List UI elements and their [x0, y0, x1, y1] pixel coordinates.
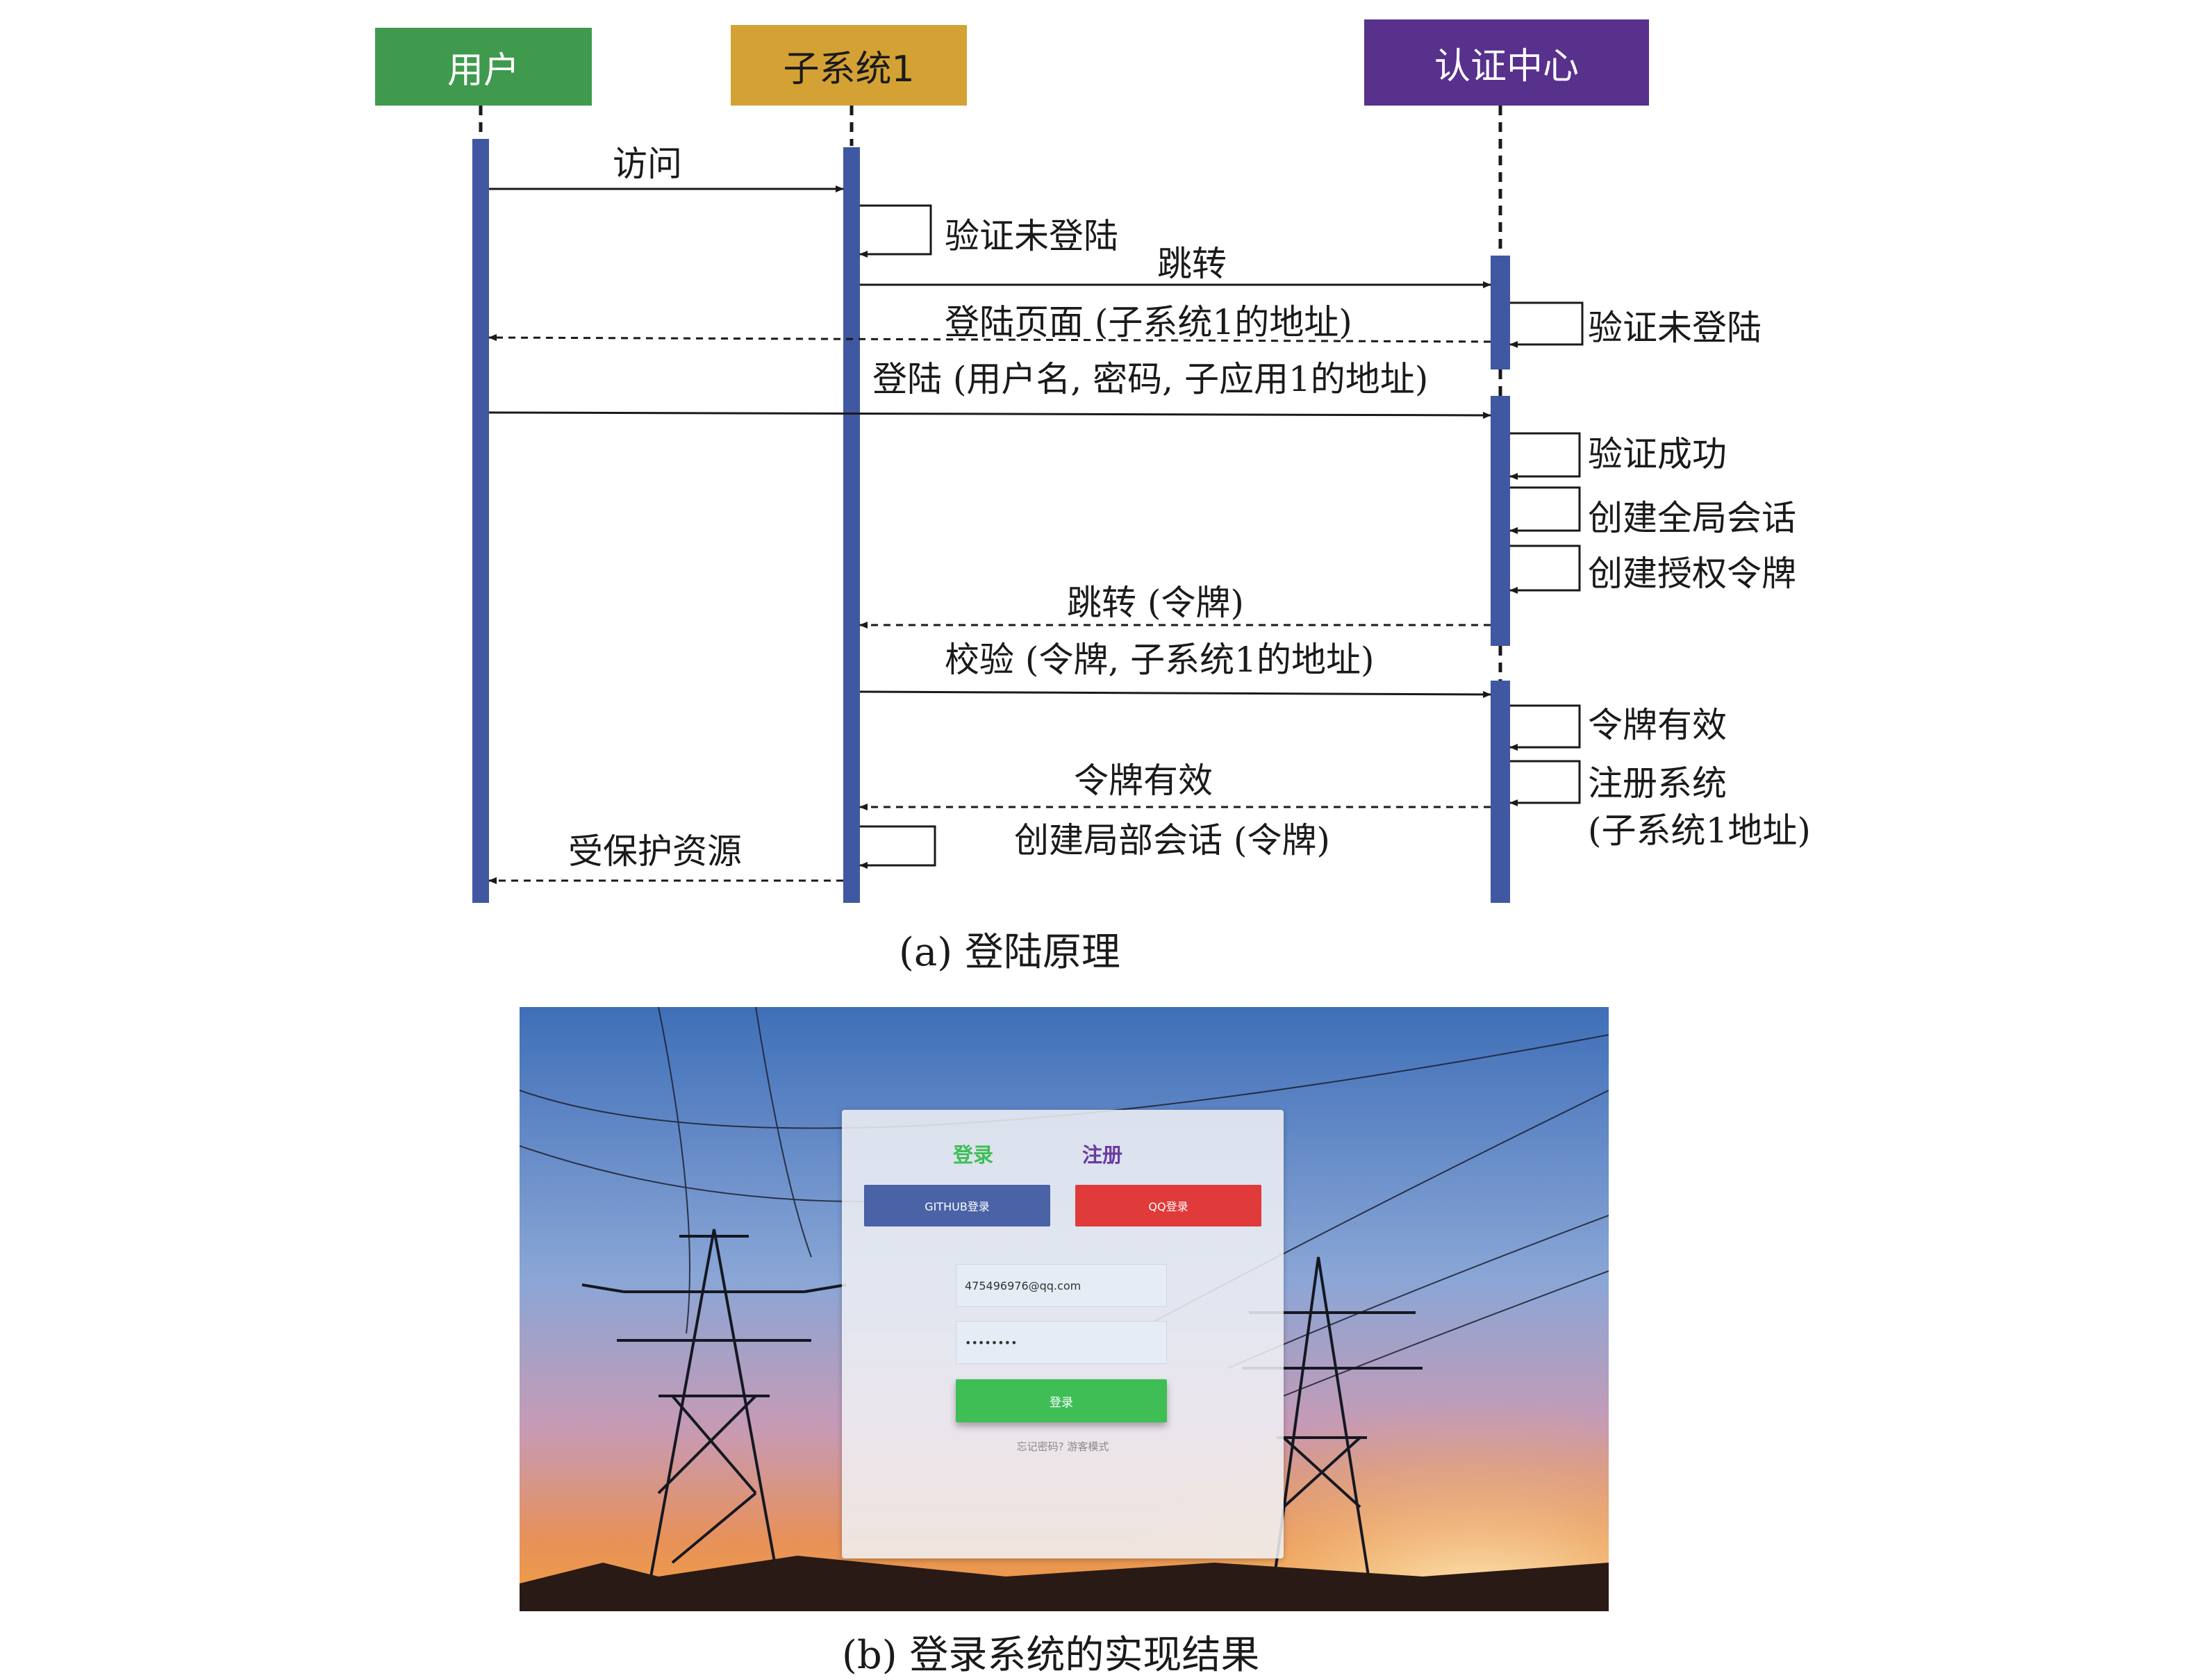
- sequence-diagram: [472, 106, 1584, 903]
- arrow-self-verify-2: [1509, 301, 1584, 348]
- tab-login[interactable]: 登录: [953, 1143, 994, 1167]
- qq-login-button[interactable]: QQ登录: [1075, 1185, 1261, 1226]
- email-field[interactable]: 475496976@qq.com: [956, 1264, 1167, 1307]
- actor-subsystem-label: 子系统1: [783, 48, 915, 90]
- label-protected-resource: 受保护资源: [568, 831, 742, 872]
- actor-user: 用户: [375, 28, 592, 106]
- arrow-login: [488, 411, 1491, 419]
- github-login-button[interactable]: GITHUB登录: [864, 1185, 1050, 1226]
- login-card: 登录 注册 GITHUB登录 QQ登录 475496976@qq.com •••…: [842, 1110, 1284, 1558]
- label-create-local-session: 创建局部会话 (令牌): [1014, 820, 1330, 860]
- arrow-self-verify-success: [1509, 432, 1581, 480]
- label-visit: 访问: [613, 144, 682, 184]
- arrow-self-token-valid: [1509, 704, 1581, 751]
- auth-activation-2: [1491, 396, 1510, 646]
- label-redirect: 跳转: [1157, 244, 1227, 284]
- label-login: 登陆 (用户名, 密码, 子应用1的地址): [872, 359, 1429, 399]
- login-screenshot: 登录 注册 GITHUB登录 QQ登录 475496976@qq.com •••…: [520, 1007, 1609, 1611]
- actor-subsystem: 子系统1: [731, 25, 967, 106]
- actor-auth-center-label: 认证中心: [1434, 45, 1579, 88]
- label-create-global-session: 创建全局会话: [1588, 498, 1796, 538]
- arrow-self-verify-1: [859, 204, 932, 258]
- label-create-auth-token: 创建授权令牌: [1588, 554, 1796, 594]
- auth-activation-3: [1491, 681, 1510, 903]
- subsystem-activation: [843, 147, 860, 903]
- arrow-login-page: [488, 334, 1491, 343]
- label-validate: 校验 (令牌, 子系统1的地址): [945, 640, 1375, 680]
- submit-login-button[interactable]: 登录: [956, 1379, 1167, 1422]
- arrow-self-global-session: [1509, 486, 1581, 534]
- tower-left: [581, 1229, 847, 1611]
- label-redirect-token: 跳转 (令牌): [1067, 583, 1244, 623]
- label-token-valid-self: 令牌有效: [1588, 705, 1727, 745]
- actor-auth-center: 认证中心: [1364, 19, 1649, 106]
- user-activation: [472, 139, 489, 903]
- actor-user-label: 用户: [447, 49, 520, 92]
- footer-links[interactable]: 忘记密码? 游客模式: [1016, 1440, 1109, 1453]
- arrow-self-register: [1509, 760, 1581, 806]
- arrow-validate: [859, 690, 1491, 698]
- label-token-valid: 令牌有效: [1074, 760, 1213, 801]
- label-register-system: 注册系统: [1588, 763, 1727, 804]
- arrow-self-auth-token: [1509, 544, 1581, 594]
- caption-a: (a) 登陆原理: [899, 930, 1120, 975]
- auth-activation-1: [1491, 256, 1510, 369]
- label-register-system-addr: (子系统1地址): [1588, 810, 1811, 851]
- arrow-self-local-session: [859, 825, 936, 869]
- tab-register[interactable]: 注册: [1082, 1143, 1123, 1167]
- label-verify-not-logged-2: 验证未登陆: [1588, 308, 1762, 348]
- caption-b: (b) 登录系统的实现结果: [842, 1633, 1260, 1678]
- label-verify-not-logged-1: 验证未登陆: [945, 216, 1118, 256]
- label-verify-success: 验证成功: [1588, 434, 1727, 474]
- password-field[interactable]: ••••••••: [956, 1321, 1167, 1364]
- label-login-page: 登陆页面 (子系统1的地址): [945, 302, 1352, 342]
